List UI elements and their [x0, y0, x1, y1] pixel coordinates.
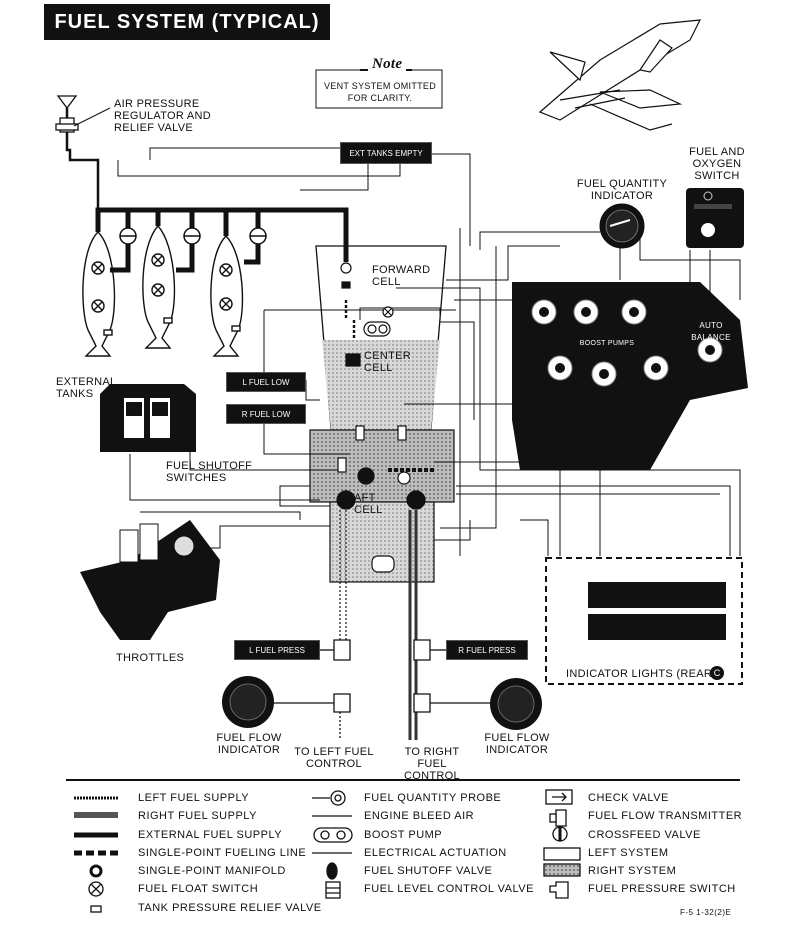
legend-left-supply: LEFT FUEL SUPPLY	[138, 792, 250, 804]
legend-check-valve: CHECK VALVE	[588, 792, 669, 804]
note-heading: Note	[368, 56, 407, 73]
legend-single-point-line: SINGLE-POINT FUELING LINE	[138, 847, 307, 859]
legend-float-switch: FUEL FLOAT SWITCH	[138, 883, 259, 895]
legend-left-system: LEFT SYSTEM	[588, 847, 669, 859]
right-flow-indicator-label: FUEL FLOW INDICATOR	[484, 732, 550, 756]
fuel-oxygen-switch	[686, 188, 744, 248]
fuel-quantity-indicator-label: FUEL QUANTITY INDICATOR	[576, 178, 668, 202]
legend-external-supply: EXTERNAL FUEL SUPPLY	[138, 829, 283, 841]
fuel-panel-label: FUEL PANEL	[610, 410, 647, 434]
indicator-lights-badge: C	[710, 666, 724, 680]
to-left-fuel-control-label: TO LEFT FUEL CONTROL	[294, 746, 374, 770]
throttles-label: THROTTLES	[116, 652, 185, 664]
indicator-lights-label: INDICATOR LIGHTS (REAR	[566, 668, 713, 680]
fuel-shutoff-switches-label: FUEL SHUTOFF SWITCHES	[166, 460, 253, 484]
legend-bleed-air: ENGINE BLEED AIR	[364, 810, 475, 822]
aft-cell-label: AFT CELL	[354, 492, 383, 516]
fuselage-tank	[309, 245, 455, 583]
legend-crossfeed: CROSSFEED VALVE	[588, 829, 701, 841]
note-box	[315, 69, 443, 109]
fuel-flow-indicators	[222, 676, 542, 730]
to-right-fuel-control-label: TO RIGHT FUEL CONTROL	[404, 746, 460, 782]
legend-level-control: FUEL LEVEL CONTROL VALVE	[364, 883, 534, 895]
legend-flow-transmitter: FUEL FLOW TRANSMITTER	[588, 810, 743, 822]
throttles	[80, 520, 220, 640]
external-tanks	[82, 224, 244, 357]
air-regulator-label: AIR PRESSURE REGULATOR AND RELIEF VALVE	[114, 98, 212, 134]
ext-tanks-empty-label: EXT TANKS EMPTY	[340, 142, 432, 164]
check-valves-external	[119, 227, 267, 245]
external-tank-center	[142, 224, 176, 349]
pressure-switches	[270, 639, 496, 740]
aircraft-illustration	[538, 19, 702, 131]
note-text: VENT SYSTEM OMITTED FOR CLARITY.	[323, 81, 437, 103]
legend-relief-valve: TANK PRESSURE RELIEF VALVE	[138, 902, 322, 914]
figure-id: F-5 1-32(2)E	[680, 908, 732, 917]
auto-balance-label: AUTO BALANCE	[691, 321, 731, 342]
left-flow-indicator-label: FUEL FLOW INDICATOR	[216, 732, 282, 756]
forward-cell-label: FORWARD CELL	[372, 264, 431, 288]
external-tank-left	[82, 231, 116, 357]
air-regulator	[55, 95, 111, 232]
l-fuel-low-lamp: L FUEL LOW	[226, 372, 306, 392]
fuel-oxygen-switch-label: FUEL AND OXYGEN SWITCH	[689, 146, 745, 182]
l-fuel-press-lamp: L FUEL PRESS	[234, 640, 320, 660]
legend-shutoff-valve: FUEL SHUTOFF VALVE	[364, 865, 493, 877]
legend-pressure-switch: FUEL PRESSURE SWITCH	[588, 883, 736, 895]
indicator-lights-box	[545, 557, 743, 685]
legend-quantity-probe: FUEL QUANTITY PROBE	[364, 792, 502, 804]
fuel-quantity-indicator	[599, 203, 645, 249]
legend-symbols	[74, 789, 581, 913]
legend-manifold: SINGLE-POINT MANIFOLD	[138, 865, 286, 877]
diagram-title: FUEL SYSTEM (TYPICAL)	[44, 4, 330, 40]
r-fuel-low-lamp: R FUEL LOW	[226, 404, 306, 424]
boost-pumps-label: BOOST PUMPS	[579, 340, 635, 347]
legend-electrical: ELECTRICAL ACTUATION	[364, 847, 507, 859]
fuel-shutoff-switches	[100, 384, 196, 452]
fuel-panel	[512, 282, 748, 470]
legend-right-supply: RIGHT FUEL SUPPLY	[138, 810, 257, 822]
external-tanks-label: EXTERNAL TANKS	[56, 376, 117, 400]
legend-right-system: RIGHT SYSTEM	[588, 865, 677, 877]
fuselage-components	[336, 262, 436, 740]
r-fuel-press-lamp: R FUEL PRESS	[446, 640, 528, 660]
legend-boost-pump: BOOST PUMP	[364, 829, 443, 841]
external-tank-right	[210, 235, 244, 357]
center-cell-label: CENTER CELL	[364, 350, 412, 374]
